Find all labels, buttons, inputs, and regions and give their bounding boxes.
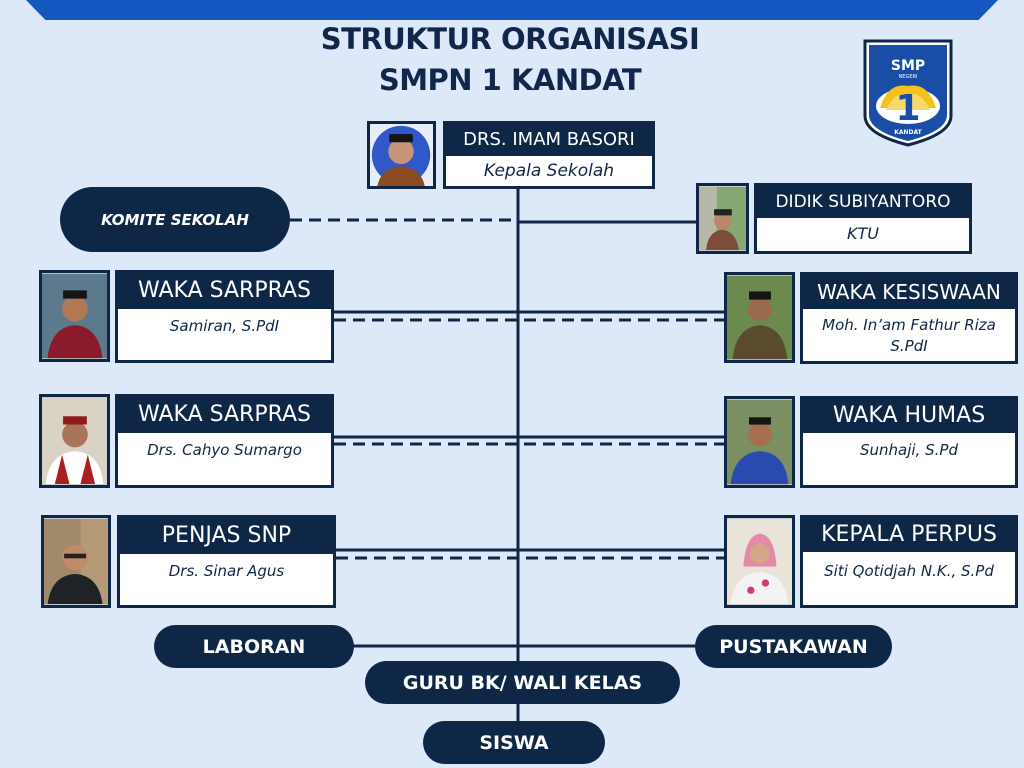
waka-kesiswaan-photo xyxy=(724,272,795,363)
kepala-role: Kepala Sekolah xyxy=(483,161,615,181)
right-card-1-name: Moh. In’am Fathur Riza S.PdI xyxy=(822,316,996,355)
svg-text:NEGERI: NEGERI xyxy=(899,74,918,80)
right-card-2-role: WAKA HUMAS xyxy=(803,399,1015,433)
kepala-perpus-photo xyxy=(724,515,795,608)
penjas-snp-photo xyxy=(41,515,111,608)
waka-sarpras-1-photo xyxy=(39,270,110,362)
pustakawan-pill: PUSTAKAWAN xyxy=(695,625,892,668)
waka-sarpras-2-photo xyxy=(39,394,110,488)
ktu-card: DIDIK SUBIYANTORO KTU xyxy=(754,183,972,254)
right-card-2-name: Sunhaji, S.Pd xyxy=(860,441,958,459)
page-subtitle: SMPN 1 KANDAT xyxy=(378,63,642,97)
left-card-3-role: PENJAS SNP xyxy=(120,518,333,554)
left-card-2-name: Drs. Cahyo Sumargo xyxy=(147,441,302,459)
kepala-photo xyxy=(367,121,436,189)
left-card-1: WAKA SARPRAS Samiran, S.PdI xyxy=(115,270,334,363)
right-card-3-role: KEPALA PERPUS xyxy=(803,518,1015,552)
left-card-2: WAKA SARPRAS Drs. Cahyo Sumargo xyxy=(115,394,334,488)
left-card-3-name: Drs. Sinar Agus xyxy=(168,562,285,580)
school-logo: SMP NEGERI 1 KANDAT xyxy=(863,39,953,147)
left-card-3: PENJAS SNP Drs. Sinar Agus xyxy=(117,515,336,608)
ktu-role: KTU xyxy=(847,224,879,243)
siswa-pill: SISWA xyxy=(423,721,605,764)
waka-humas-photo xyxy=(724,396,795,488)
svg-text:SMP: SMP xyxy=(891,58,925,74)
left-card-2-role: WAKA SARPRAS xyxy=(118,397,331,433)
page-title: STRUKTUR ORGANISASI xyxy=(320,22,700,56)
kepala-name: DRS. IMAM BASORI xyxy=(446,124,652,156)
right-card-1: WAKA KESISWAAN Moh. In’am Fathur Riza S.… xyxy=(800,272,1018,364)
ktu-photo xyxy=(696,183,749,254)
svg-text:KANDAT: KANDAT xyxy=(894,129,922,136)
right-card-3-name: Siti Qotidjah N.K., S.Pd xyxy=(824,562,994,580)
svg-text:1: 1 xyxy=(895,88,920,129)
laboran-pill: LABORAN xyxy=(154,625,354,668)
right-card-2: WAKA HUMAS Sunhaji, S.Pd xyxy=(800,396,1018,488)
left-card-1-name: Samiran, S.PdI xyxy=(169,317,280,335)
right-card-3: KEPALA PERPUS Siti Qotidjah N.K., S.Pd xyxy=(800,515,1018,608)
kepala-card: DRS. IMAM BASORI Kepala Sekolah xyxy=(443,121,655,189)
top-banner-bar xyxy=(26,0,998,20)
komite-sekolah-pill: KOMITE SEKOLAH xyxy=(60,187,290,252)
guru-bk-pill: GURU BK/ WALI KELAS xyxy=(365,661,680,704)
right-card-1-role: WAKA KESISWAAN xyxy=(803,275,1015,309)
left-card-1-role: WAKA SARPRAS xyxy=(118,273,331,309)
ktu-name: DIDIK SUBIYANTORO xyxy=(757,186,969,218)
